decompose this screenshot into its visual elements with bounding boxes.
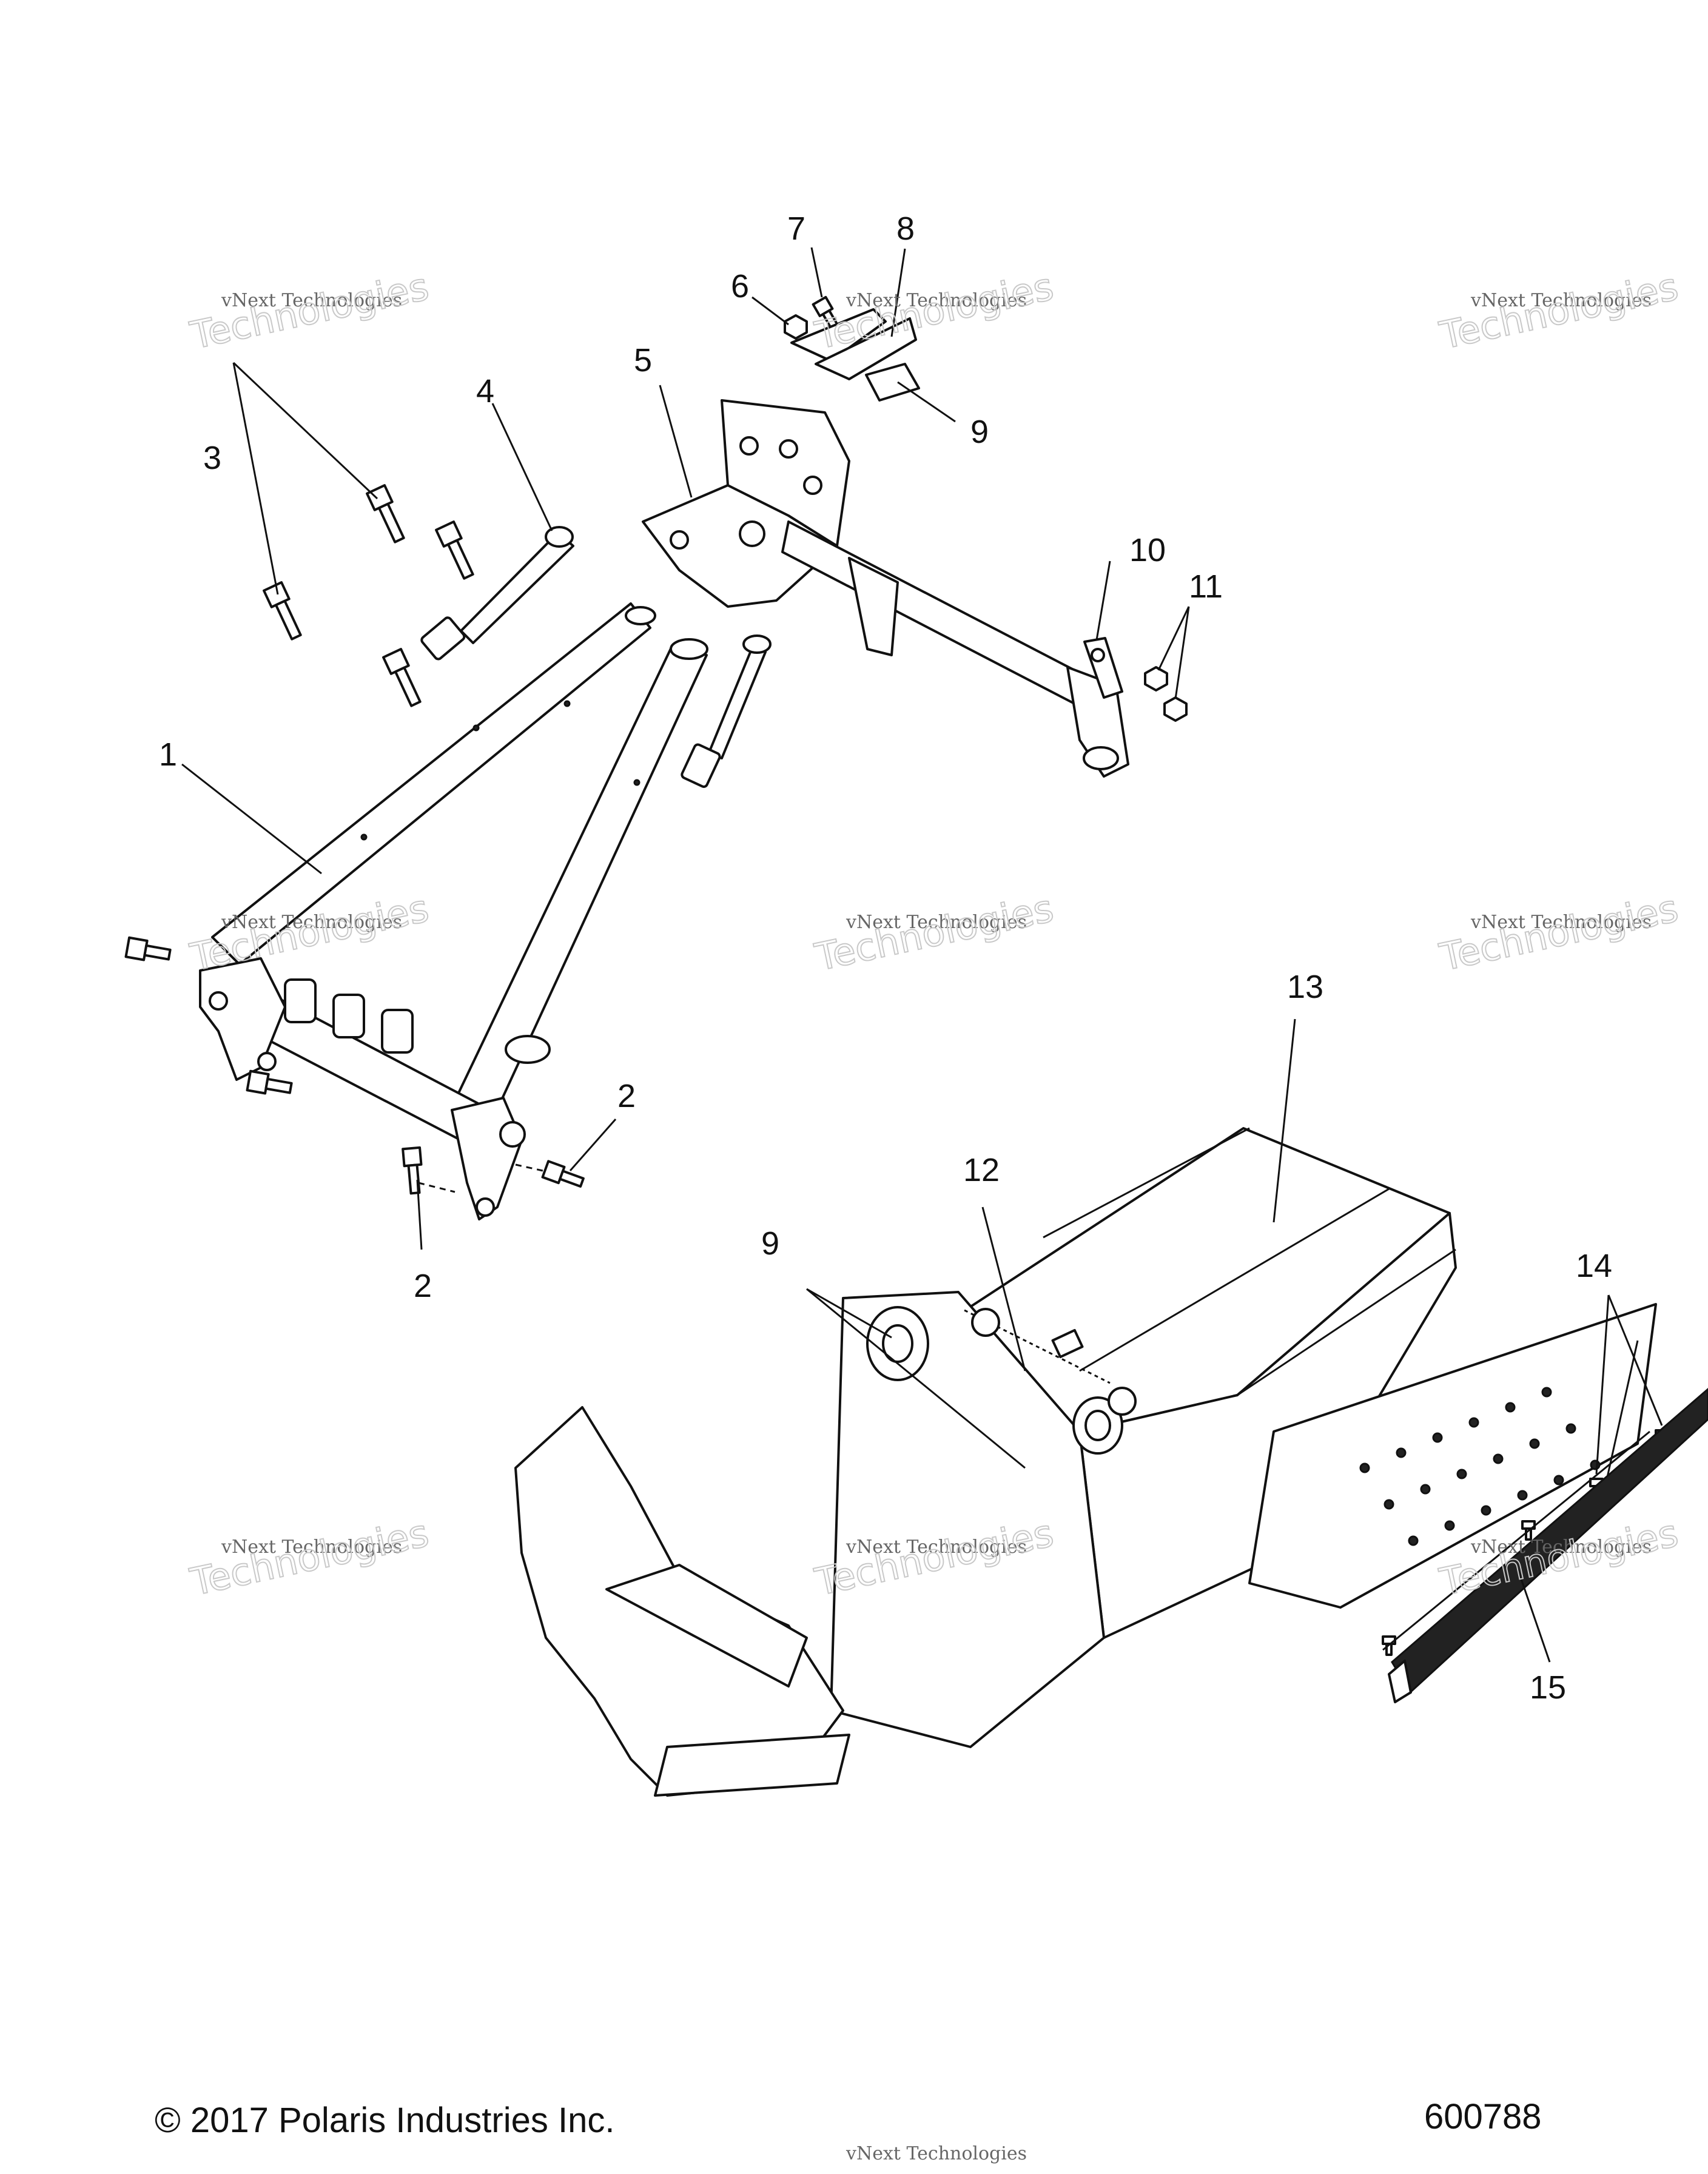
callout-13: 13 [1287, 969, 1323, 1005]
part-9-pad [865, 363, 920, 402]
callout-11: 11 [1189, 568, 1223, 605]
svg-text:Technologies: Technologies [1436, 886, 1682, 979]
callout-7: 7 [787, 210, 805, 247]
callout-labels: 1 2 2 3 4 5 6 7 8 9 9 10 11 12 13 14 15 [159, 210, 1612, 1706]
part-10-clip [1083, 637, 1123, 699]
part-5-steering-support [642, 399, 1129, 778]
svg-text:Technologies: Technologies [186, 264, 432, 357]
callout-2: 2 [414, 1268, 432, 1304]
running-board-holes [1359, 1387, 1601, 1546]
part-1-frame-tubes [199, 602, 708, 1220]
svg-text:vNext Technologies: vNext Technologies [221, 1536, 402, 1558]
part-8-bracket [790, 308, 917, 380]
part-6-nut [784, 314, 808, 340]
svg-text:Technologies: Technologies [811, 886, 1057, 979]
leader-lines [181, 247, 1663, 1663]
part-11-nuts [1144, 666, 1188, 722]
watermark: vNext Technologies Technologies [1435, 263, 1683, 358]
callout-4: 4 [476, 373, 494, 409]
svg-text:Technologies: Technologies [186, 1510, 432, 1604]
callout-9: 9 [761, 1225, 779, 1262]
watermark: vNext Technologies Technologies [810, 885, 1058, 980]
callout-8: 8 [896, 210, 915, 247]
callout-15: 15 [1530, 1669, 1566, 1706]
figure-number: 600788 [1424, 2097, 1542, 2136]
svg-text:vNext Technologies: vNext Technologies [1470, 290, 1652, 311]
svg-text:Technologies: Technologies [811, 264, 1057, 357]
callout-10: 10 [1129, 532, 1166, 568]
part-3-bolts [124, 484, 474, 1095]
watermark: vNext Technologies Technologies [1435, 885, 1683, 980]
svg-text:vNext Technologies: vNext Technologies [846, 2143, 1027, 2164]
callout-5: 5 [634, 342, 652, 379]
svg-text:vNext Technologies: vNext Technologies [846, 1536, 1027, 1558]
svg-text:vNext Technologies: vNext Technologies [1470, 912, 1652, 933]
svg-text:vNext Technologies: vNext Technologies [846, 912, 1027, 933]
callout-12: 12 [963, 1152, 1000, 1188]
callout-9: 9 [970, 414, 989, 450]
callout-14: 14 [1576, 1248, 1612, 1284]
part-15-rail-strip [1388, 1388, 1708, 1703]
part-2-bolts [402, 1146, 585, 1195]
svg-text:Technologies: Technologies [1436, 264, 1682, 357]
callout-3: 3 [203, 440, 221, 476]
svg-text:vNext Technologies: vNext Technologies [846, 290, 1027, 311]
callout-6: 6 [731, 268, 749, 305]
watermark: vNext Technologies Technologies [186, 263, 433, 358]
svg-text:vNext Technologies: vNext Technologies [221, 290, 402, 311]
watermark: vNext Technologies Technologies [810, 263, 1058, 358]
watermarks: vNext Technologies Technologies vNext Te… [186, 263, 1683, 2164]
copyright-notice: © 2017 Polaris Industries Inc. [155, 2101, 615, 2140]
svg-text:vNext Technologies: vNext Technologies [1470, 1536, 1652, 1558]
watermark: vNext Technologies [846, 2143, 1027, 2164]
chassis-assembly [514, 1127, 1657, 1797]
callout-2: 2 [617, 1078, 636, 1114]
svg-text:vNext Technologies: vNext Technologies [221, 912, 402, 933]
part-4-struts [420, 526, 772, 788]
callout-1: 1 [159, 736, 177, 773]
watermark: vNext Technologies Technologies [186, 1510, 433, 1604]
